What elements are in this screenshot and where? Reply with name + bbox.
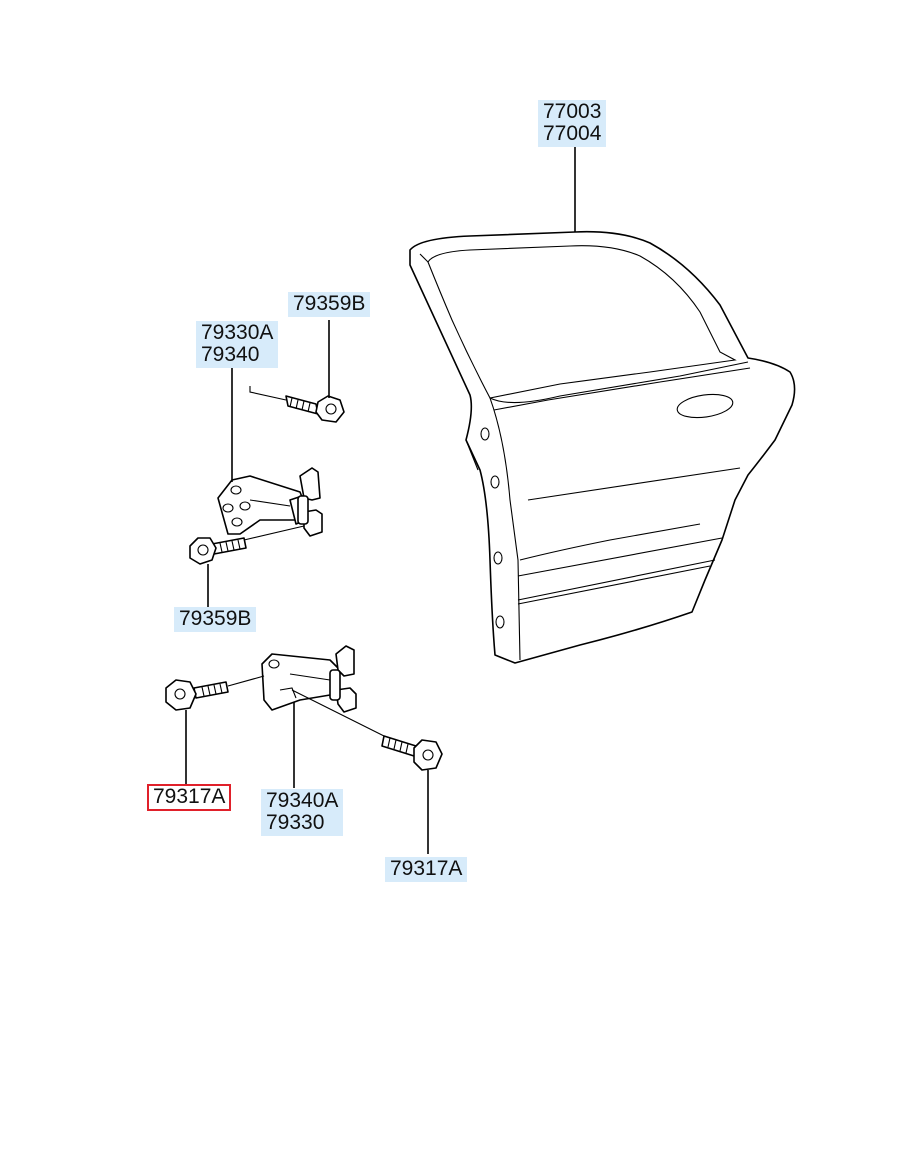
callout-upper-bolt-top[interactable]: 79359B <box>288 292 371 317</box>
callout-upper-bolt-bottom[interactable]: 79359B <box>174 607 257 632</box>
lower-hinge[interactable] <box>261 645 357 713</box>
bolt-79359b-lower[interactable] <box>189 537 247 565</box>
callout-lower-hinge[interactable]: 79340A 79330 <box>261 789 344 836</box>
upper-hinge[interactable] <box>217 467 323 537</box>
callout-line-1: 79317A <box>390 857 463 880</box>
callout-line-2: 79330 <box>266 811 325 834</box>
callout-line-1: 79359B <box>179 607 252 630</box>
bolt-79317a-left[interactable] <box>165 679 229 711</box>
callout-line-2: 79340 <box>201 343 260 366</box>
callout-upper-hinge[interactable]: 79330A 79340 <box>196 321 279 368</box>
rear-door-panel[interactable] <box>409 230 796 664</box>
callout-lower-bolt-left-selected[interactable]: 79317A <box>146 784 232 811</box>
callout-line-1: 79317A <box>153 785 226 808</box>
bolt-79317a-right[interactable] <box>381 735 443 771</box>
callout-line-1: 79359B <box>293 292 366 315</box>
callout-door-part-numbers[interactable]: 77003 77004 <box>538 100 607 147</box>
callout-line-2: 77004 <box>543 122 602 145</box>
callout-lower-bolt-right[interactable]: 79317A <box>385 857 468 882</box>
callout-line-1: 77003 <box>543 100 602 123</box>
bolt-79359b-upper[interactable] <box>285 395 345 423</box>
leader-lines <box>185 146 576 854</box>
callout-line-1: 79340A <box>266 789 339 812</box>
callout-line-1: 79330A <box>201 321 274 344</box>
